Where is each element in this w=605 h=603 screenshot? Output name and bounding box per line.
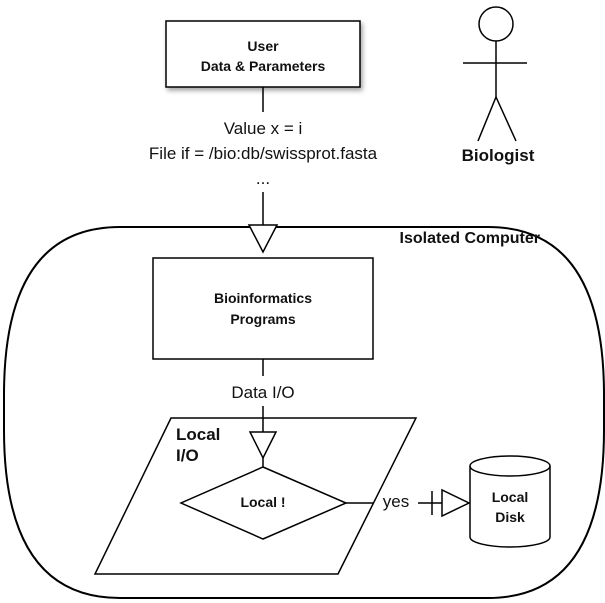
- data-io-label: Data I/O: [231, 383, 295, 402]
- arrow-into-computer: [247, 224, 279, 254]
- decision-label: Local !: [240, 494, 286, 510]
- biologist-label: Biologist: [461, 146, 535, 165]
- isolated-computer-title: Isolated Computer: [399, 230, 540, 247]
- parameter-file-line: File if = /bio:db/swissprot.fasta: [148, 144, 378, 163]
- parameters-text: Value x = i File if = /bio:db/swissprot.…: [120, 116, 406, 191]
- local-io-line2: I/O: [176, 446, 199, 465]
- local-disk-cylinder: [469, 466, 551, 548]
- programs-box-label: Bioinformatics Programs: [153, 288, 373, 330]
- local-disk-line1: Local: [491, 489, 529, 505]
- user-box-line1: User: [247, 38, 279, 54]
- arrow-into-decision: [248, 431, 278, 460]
- local-io-label: Local I/O: [176, 424, 220, 466]
- parameter-ellipsis: ...: [255, 169, 271, 188]
- decision-diamond: [179, 466, 348, 540]
- yes-label: yes: [382, 492, 410, 511]
- local-disk-line2: Disk: [495, 509, 525, 525]
- programs-box: [152, 257, 374, 360]
- programs-box-line2: Programs: [230, 311, 296, 327]
- biologist-stick-figure-icon: [463, 6, 527, 142]
- user-box: [165, 20, 361, 88]
- local-io-line1: Local: [176, 425, 221, 444]
- local-disk-label: Local Disk: [470, 487, 550, 527]
- arrow-into-disk: [441, 488, 471, 518]
- programs-box-line1: Bioinformatics: [213, 290, 312, 306]
- user-box-line2: Data & Parameters: [200, 58, 326, 74]
- parameter-value-line: Value x = i: [223, 119, 303, 138]
- user-box-label: User Data & Parameters: [166, 36, 360, 76]
- local-disk-top: [469, 455, 551, 477]
